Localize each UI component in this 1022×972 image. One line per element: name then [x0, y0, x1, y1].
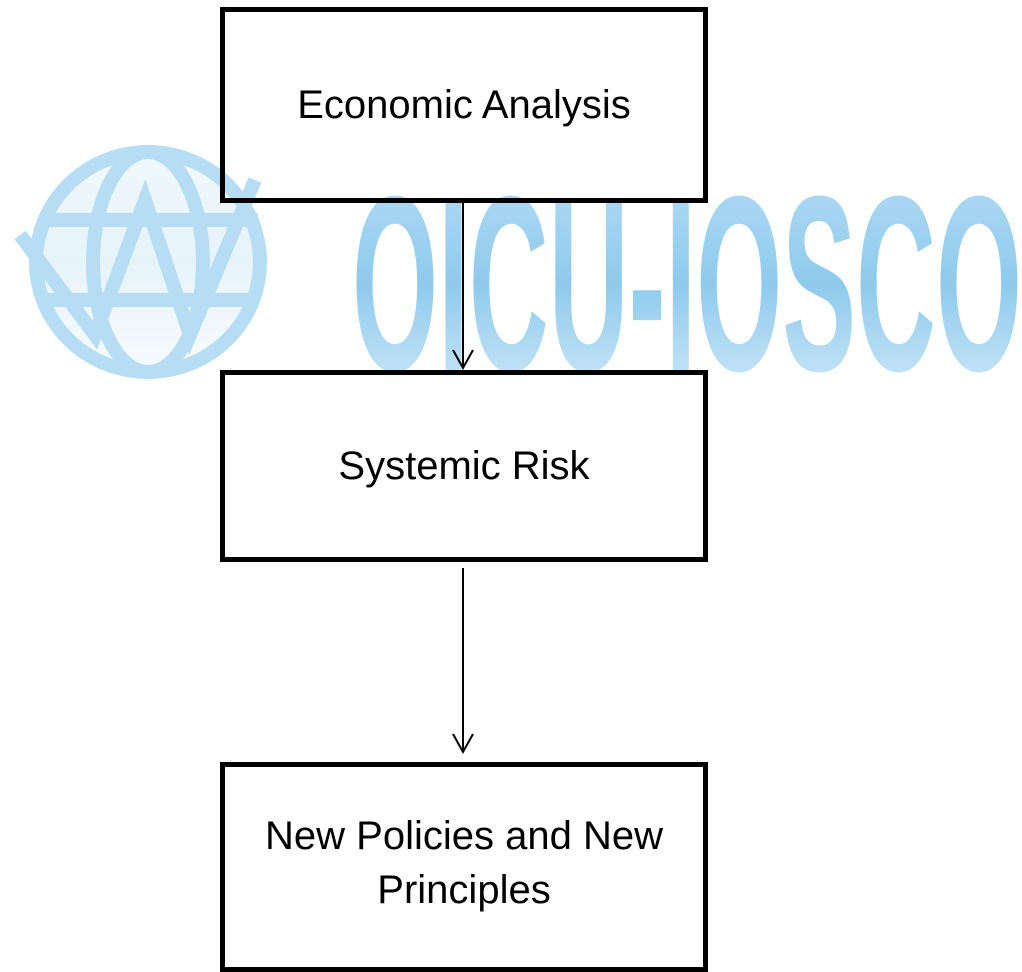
node-systemic-risk: Systemic Risk: [220, 370, 708, 562]
arrow-economic-to-systemic: [452, 203, 474, 371]
node-new-policies: New Policies and New Principles: [220, 762, 708, 972]
node-label: Systemic Risk: [338, 444, 590, 488]
arrow-systemic-to-policies: [452, 568, 474, 755]
node-label: New Policies and New Principles: [265, 814, 663, 912]
globe-logo-icon: [14, 145, 267, 379]
node-label: Economic Analysis: [297, 83, 631, 127]
node-economic-analysis: Economic Analysis: [220, 7, 708, 203]
